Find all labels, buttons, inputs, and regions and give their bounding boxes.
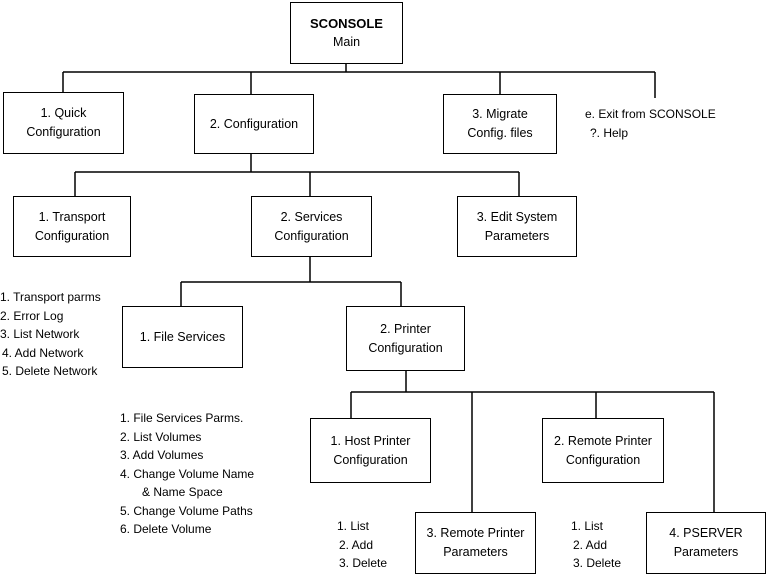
node-label: 2. Configuration xyxy=(209,116,299,131)
host-printer-options-list: 1. List 2. Add 3. Delete xyxy=(337,517,387,573)
remote-printer-options-list: 1. List 2. Add 3. Delete xyxy=(571,517,621,573)
list-item: 1. File Services Parms. xyxy=(120,411,244,425)
migrate-config-files-node: 3. Migrate Config. files xyxy=(443,94,557,154)
node-label: Parameters xyxy=(443,545,508,559)
exit-help-options: e. Exit from SCONSOLE ?. Help xyxy=(585,105,716,142)
list-item: 3. List Network xyxy=(0,327,80,341)
node-label: Configuration xyxy=(368,340,443,355)
node-label: 1. Quick xyxy=(40,106,87,120)
list-item: 2. Error Log xyxy=(0,308,64,323)
node-label: Parameters xyxy=(484,228,550,243)
list-item: 3. Delete xyxy=(573,556,622,570)
exit-option: e. Exit from SCONSOLE xyxy=(585,107,716,121)
quick-configuration-node: 1. Quick Configuration xyxy=(3,92,124,154)
node-label: 1. Host Printer xyxy=(330,433,411,448)
node-label: Parameters xyxy=(673,545,739,559)
help-option: ?. Help xyxy=(590,125,629,140)
file-services-node: 1. File Services xyxy=(122,306,243,368)
transport-configuration-node: 1. Transport Configuration xyxy=(13,196,131,257)
node-label: Configuration xyxy=(26,125,101,139)
list-item: 2. Add xyxy=(573,537,608,552)
remote-printer-parameters-node: 3. Remote Printer Parameters xyxy=(415,512,536,574)
list-item: 1. Transport parms xyxy=(0,290,101,304)
list-item: 3. Delete xyxy=(339,556,388,570)
node-label: Configuration xyxy=(34,228,110,243)
list-item: 2. List Volumes xyxy=(120,429,202,444)
list-item-continuation: & Name Space xyxy=(142,485,223,499)
list-item: 5. Change Volume Paths xyxy=(120,503,253,518)
transport-options-list: 1. Transport parms 2. Error Log 3. List … xyxy=(0,288,101,381)
node-label: 3. Remote Printer xyxy=(426,526,525,540)
list-item: 1. List xyxy=(337,519,370,533)
host-printer-configuration-node: 1. Host Printer Configuration xyxy=(310,418,431,483)
node-label: 2. Printer xyxy=(380,321,431,336)
node-label: 4. PSERVER xyxy=(669,526,743,540)
list-item: 4. Change Volume Name xyxy=(120,466,255,481)
list-item: 2. Add xyxy=(339,537,374,552)
node-label: Configuration xyxy=(565,452,641,467)
list-item: 4. Add Network xyxy=(2,345,84,360)
list-item: 1. List xyxy=(571,519,604,533)
edit-system-parameters-node: 3. Edit System Parameters xyxy=(457,196,577,257)
sconsole-main-node: SCONSOLE Main xyxy=(290,2,403,64)
file-services-options-list: 1. File Services Parms. 2. List Volumes … xyxy=(120,409,254,539)
node-label: Configuration xyxy=(274,228,349,243)
node-label: 2. Services xyxy=(280,209,343,224)
root-title: SCONSOLE xyxy=(310,16,383,31)
list-item: 6. Delete Volume xyxy=(120,522,212,536)
node-label: 2. Remote Printer xyxy=(554,433,652,448)
node-label: 1. Transport xyxy=(38,209,106,224)
pserver-parameters-node: 4. PSERVER Parameters xyxy=(646,512,766,574)
node-label: Config. files xyxy=(467,126,533,140)
node-label: 3. Edit System xyxy=(476,209,558,224)
services-configuration-node: 2. Services Configuration xyxy=(251,196,372,257)
list-item: 3. Add Volumes xyxy=(120,448,204,462)
node-label: Configuration xyxy=(333,452,408,467)
node-label: 1. File Services xyxy=(139,329,226,344)
list-item: 5. Delete Network xyxy=(2,364,98,378)
remote-printer-configuration-node: 2. Remote Printer Configuration xyxy=(542,418,664,483)
node-label: 3. Migrate xyxy=(472,107,528,121)
root-subtitle: Main xyxy=(332,35,361,49)
configuration-node: 2. Configuration xyxy=(194,94,314,154)
printer-configuration-node: 2. Printer Configuration xyxy=(346,306,465,371)
